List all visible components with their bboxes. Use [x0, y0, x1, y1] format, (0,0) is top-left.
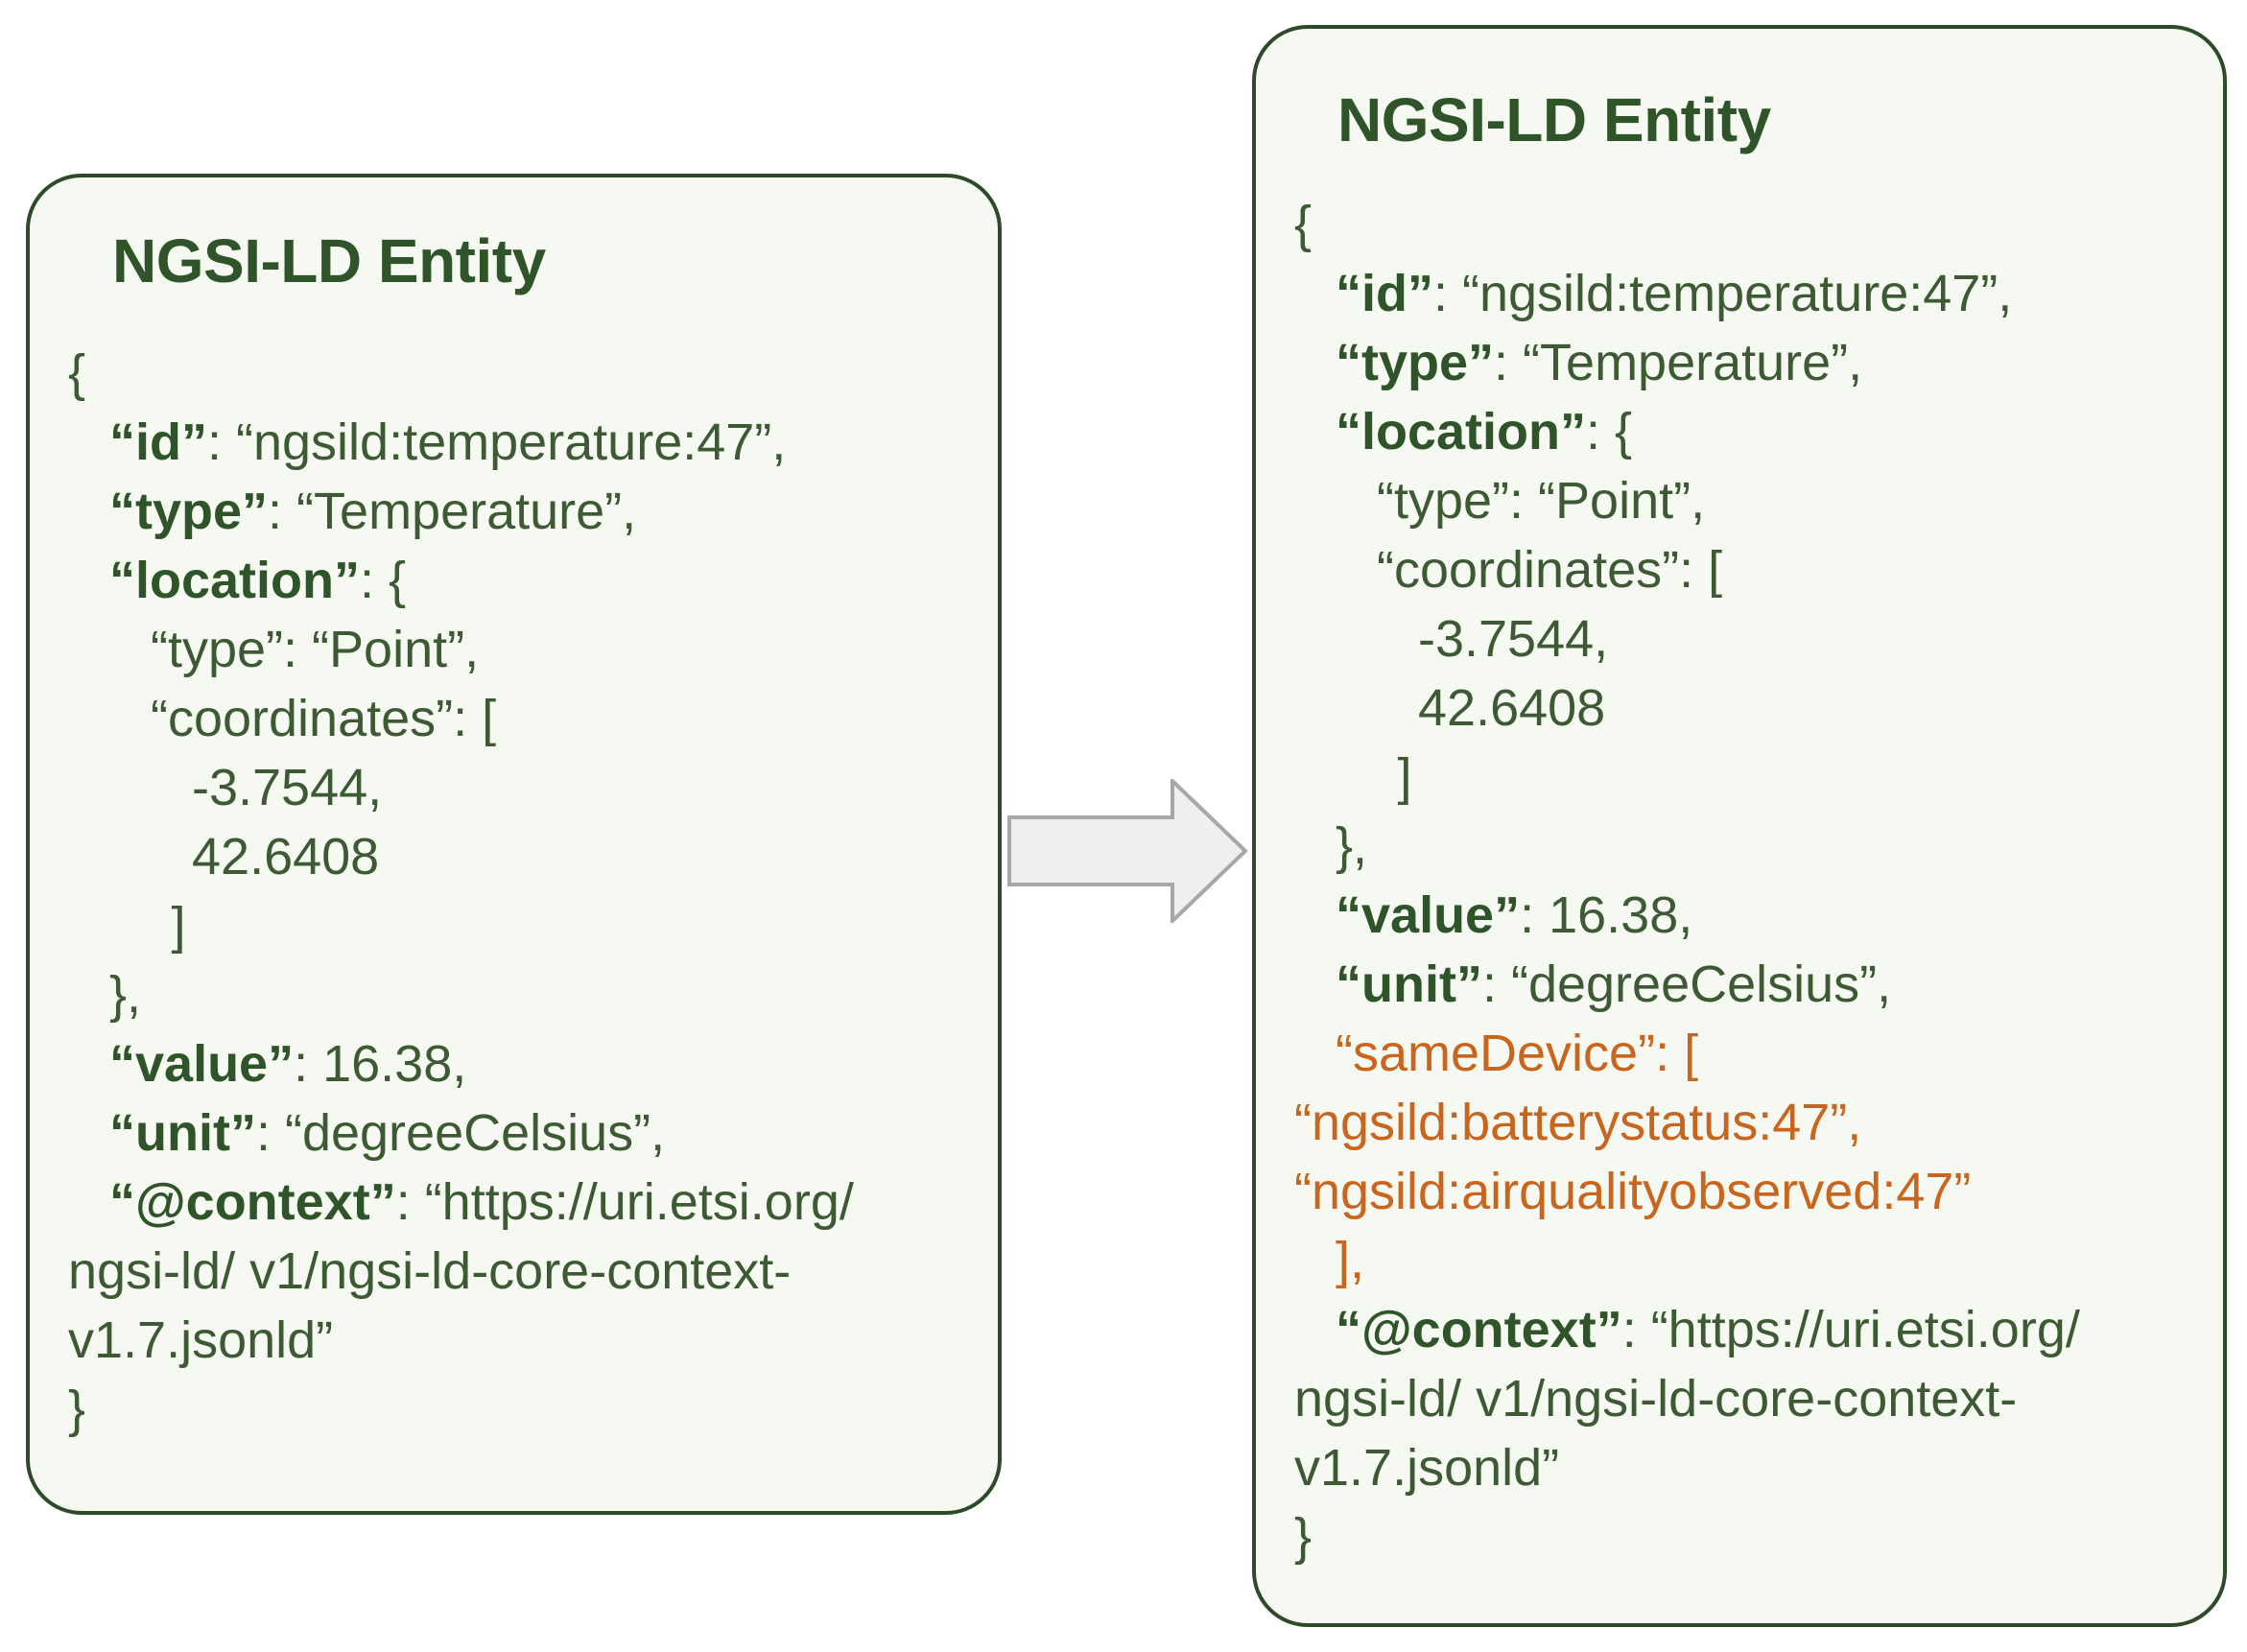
json-key: “location” [1336, 403, 1587, 460]
json-line: ngsi-ld/ v1/ngsi-ld-core-context- [30, 1237, 998, 1306]
json-line: } [30, 1375, 998, 1444]
json-text: ] [1397, 748, 1412, 806]
json-text: -3.7544, [1418, 610, 1609, 668]
json-value: : “ngsild:temperature:47”, [207, 413, 787, 471]
json-line: }, [1256, 812, 2223, 881]
json-line: { [30, 339, 998, 408]
json-line: “coordinates”: [ [1256, 535, 2223, 604]
left-entity-card: NGSI-LD Entity { “id”: “ngsild:temperatur… [26, 174, 1002, 1515]
json-value: : “degreeCelsius”, [255, 1104, 666, 1162]
json-text: “ngsild:batterystatus:47”, [1294, 1094, 1862, 1151]
json-line: “unit”: “degreeCelsius”, [30, 1098, 998, 1168]
json-line: “type”: “Temperature”, [30, 477, 998, 546]
json-text: }, [109, 966, 142, 1024]
right-card-title: NGSI-LD Entity [1337, 85, 1771, 154]
json-line: “location”: { [1256, 397, 2223, 466]
json-text: -3.7544, [192, 759, 383, 816]
json-line: “id”: “ngsild:temperature:47”, [1256, 259, 2223, 328]
json-line: “ngsild:batterystatus:47”, [1256, 1088, 2223, 1157]
json-key: “unit” [109, 1104, 256, 1162]
json-key: “id” [109, 413, 207, 471]
json-line: “value”: 16.38, [30, 1029, 998, 1098]
json-line: ], [1256, 1226, 2223, 1295]
json-line: ] [30, 891, 998, 960]
json-key: “location” [109, 552, 361, 609]
json-text: ] [171, 897, 186, 955]
json-key: “value” [1336, 886, 1521, 944]
json-line: “type”: “Temperature”, [1256, 328, 2223, 397]
json-text: “ngsild:airqualityobserved:47” [1294, 1163, 1972, 1220]
right-entity-card: NGSI-LD Entity { “id”: “ngsild:temperatur… [1252, 25, 2227, 1627]
json-text: “coordinates”: [ [1377, 541, 1723, 599]
json-text: { [68, 344, 86, 402]
json-text: }, [1336, 817, 1368, 875]
json-line: “location”: { [30, 546, 998, 615]
json-line: -3.7544, [1256, 604, 2223, 673]
json-line: }, [30, 960, 998, 1029]
json-value: : “https://uri.etsi.org/ [1621, 1301, 2080, 1358]
json-line: “type”: “Point”, [30, 615, 998, 684]
json-key: “id” [1336, 265, 1433, 322]
json-key: “sameDevice” [1336, 1025, 1656, 1082]
json-line: “type”: “Point”, [1256, 466, 2223, 535]
json-value: : [ [1655, 1025, 1699, 1082]
json-key: “@context” [109, 1173, 396, 1231]
json-value: : “degreeCelsius”, [1481, 956, 1892, 1013]
json-value: : “Temperature”, [1494, 334, 1863, 391]
json-text: } [1294, 1508, 1313, 1566]
json-line: “sameDevice”: [ [1256, 1019, 2223, 1088]
json-value: : { [1586, 403, 1633, 460]
transform-arrow-icon [1007, 779, 1247, 923]
json-value: : “https://uri.etsi.org/ [395, 1173, 854, 1231]
json-value: : “Temperature”, [268, 483, 637, 540]
json-line: “value”: 16.38, [1256, 881, 2223, 950]
json-line: ngsi-ld/ v1/ngsi-ld-core-context- [1256, 1364, 2223, 1433]
json-value: : { [360, 552, 407, 609]
json-text: “type”: “Point”, [151, 621, 480, 678]
json-text: “coordinates”: [ [151, 690, 497, 747]
json-text: } [68, 1381, 86, 1438]
json-key: “@context” [1336, 1301, 1622, 1358]
json-key: “value” [109, 1035, 295, 1093]
json-text: 42.6408 [1418, 679, 1606, 737]
json-line: “@context”: “https://uri.etsi.org/ [1256, 1295, 2223, 1364]
json-line: “@context”: “https://uri.etsi.org/ [30, 1168, 998, 1237]
json-text: v1.7.jsonld” [1294, 1439, 1560, 1497]
json-value: : 16.38, [294, 1035, 467, 1093]
json-text: 42.6408 [192, 828, 380, 885]
left-entity-json: {“id”: “ngsild:temperature:47”,“type”: “… [30, 339, 998, 1444]
json-line: ] [1256, 743, 2223, 812]
json-line: “coordinates”: [ [30, 684, 998, 753]
json-line: v1.7.jsonld” [1256, 1433, 2223, 1502]
json-text: { [1294, 196, 1313, 253]
json-text: “type”: “Point”, [1377, 472, 1706, 530]
json-key: “type” [109, 483, 269, 540]
json-key: “type” [1336, 334, 1495, 391]
json-line: “id”: “ngsild:temperature:47”, [30, 408, 998, 477]
json-line: 42.6408 [30, 822, 998, 891]
json-key: “unit” [1336, 956, 1482, 1013]
json-line: { [1256, 190, 2223, 259]
json-line: “unit”: “degreeCelsius”, [1256, 950, 2223, 1019]
json-line: -3.7544, [30, 753, 998, 822]
json-line: v1.7.jsonld” [30, 1306, 998, 1375]
json-line: “ngsild:airqualityobserved:47” [1256, 1157, 2223, 1226]
json-text: ngsi-ld/ v1/ngsi-ld-core-context- [1294, 1370, 2018, 1428]
json-value: : 16.38, [1520, 886, 1693, 944]
json-line: } [1256, 1502, 2223, 1571]
right-entity-json: {“id”: “ngsild:temperature:47”,“type”: “… [1256, 190, 2223, 1571]
json-line: 42.6408 [1256, 673, 2223, 743]
json-value: : “ngsild:temperature:47”, [1433, 265, 2013, 322]
json-text: v1.7.jsonld” [68, 1311, 334, 1369]
left-card-title: NGSI-LD Entity [112, 226, 546, 295]
json-text: ], [1336, 1232, 1365, 1289]
json-text: ngsi-ld/ v1/ngsi-ld-core-context- [68, 1242, 792, 1300]
